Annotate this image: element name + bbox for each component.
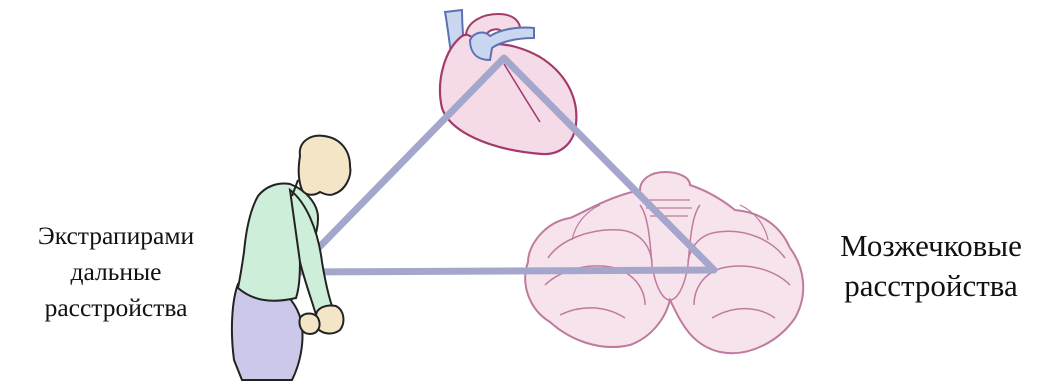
person-head xyxy=(299,136,351,195)
cerebellum-outline xyxy=(525,172,803,353)
cerebellar-label-line2: расстройства xyxy=(808,266,1054,306)
extrapyramidal-label-line3: расстройства xyxy=(10,290,222,326)
extrapyramidal-label: Экстрапирами дальные расстройства xyxy=(10,218,222,326)
person-hand xyxy=(316,305,343,333)
person-illustration xyxy=(232,136,350,380)
extrapyramidal-label-line2: дальные xyxy=(10,254,222,290)
heart-body xyxy=(440,34,576,154)
cerebellum-illustration xyxy=(525,172,803,353)
cerebellar-label-line1: Мозжечковые xyxy=(808,226,1054,266)
heart-illustration xyxy=(440,10,576,154)
extrapyramidal-label-line1: Экстрапирами xyxy=(10,218,222,254)
cerebellar-label: Мозжечковые расстройства xyxy=(808,226,1054,306)
person-hand xyxy=(299,314,319,335)
